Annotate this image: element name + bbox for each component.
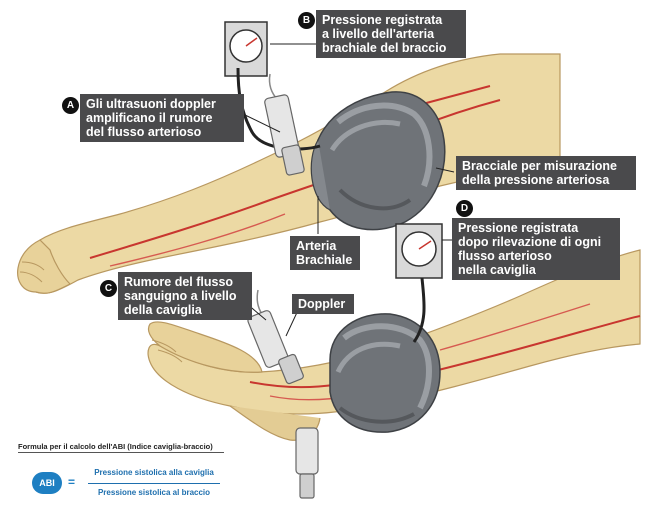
label-brachial-artery: Arteria Brachiale (290, 236, 360, 270)
formula-abi-badge: ABI (32, 472, 62, 494)
leg-cuff (330, 314, 440, 432)
badge-c: C (100, 280, 117, 297)
badge-a: A (62, 97, 79, 114)
label-cuff: Bracciale per misurazione della pression… (456, 156, 636, 190)
label-ankle-pressure: Pressione registrata dopo rilevazione di… (452, 218, 620, 280)
label-doppler-amplify: Gli ultrasuoni doppler amplificano il ru… (80, 94, 244, 142)
arm-cuff (311, 92, 444, 230)
label-doppler: Doppler (292, 294, 354, 314)
formula-title: Formula per il calcolo dell'ABI (Indice … (18, 442, 224, 453)
formula-denominator: Pressione sistolica al braccio (84, 488, 224, 497)
formula-fraction-line (88, 483, 220, 484)
abi-formula: Formula per il calcolo dell'ABI (Indice … (14, 440, 222, 502)
badge-b: B (298, 12, 315, 29)
formula-equals: = (68, 475, 75, 489)
label-brachial-pressure: Pressione registrata a livello dell'arte… (316, 10, 466, 58)
badge-d: D (456, 200, 473, 217)
label-ankle-flow-noise: Rumore del flusso sanguigno a livello de… (118, 272, 252, 320)
formula-numerator: Pressione sistolica alla caviglia (84, 468, 224, 477)
